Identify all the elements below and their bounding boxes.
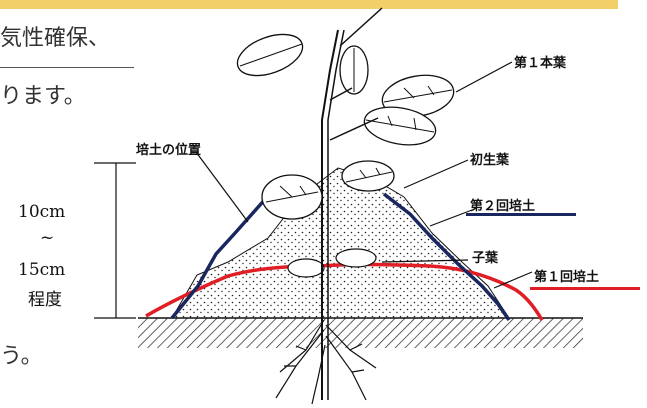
soil-mound bbox=[172, 168, 509, 318]
cotyledon-left bbox=[288, 259, 324, 277]
second-hilling-label: 第２回培土 bbox=[470, 195, 535, 214]
height-tilde: ~ bbox=[40, 230, 54, 247]
second-hilling-underline bbox=[466, 213, 576, 216]
height-bracket bbox=[94, 163, 136, 318]
height-caption: 程度 bbox=[28, 292, 62, 309]
cotyledon-label: 子葉 bbox=[472, 247, 498, 266]
ground-hatching bbox=[138, 318, 583, 348]
primary-leaf-right bbox=[342, 161, 394, 191]
plant-branch bbox=[340, 8, 382, 46]
cotyledon-right bbox=[336, 249, 376, 267]
first-hilling-underline bbox=[530, 287, 640, 290]
hilling-position-label: 培土の位置 bbox=[136, 139, 201, 158]
height-top-label: 10cm bbox=[18, 204, 65, 221]
height-bottom-label: 15cm bbox=[18, 262, 65, 279]
first-true-leaf-label: 第１本葉 bbox=[514, 52, 566, 71]
first-hilling-label: 第１回培土 bbox=[534, 266, 599, 285]
primary-leaf-label: 初生葉 bbox=[470, 149, 509, 168]
